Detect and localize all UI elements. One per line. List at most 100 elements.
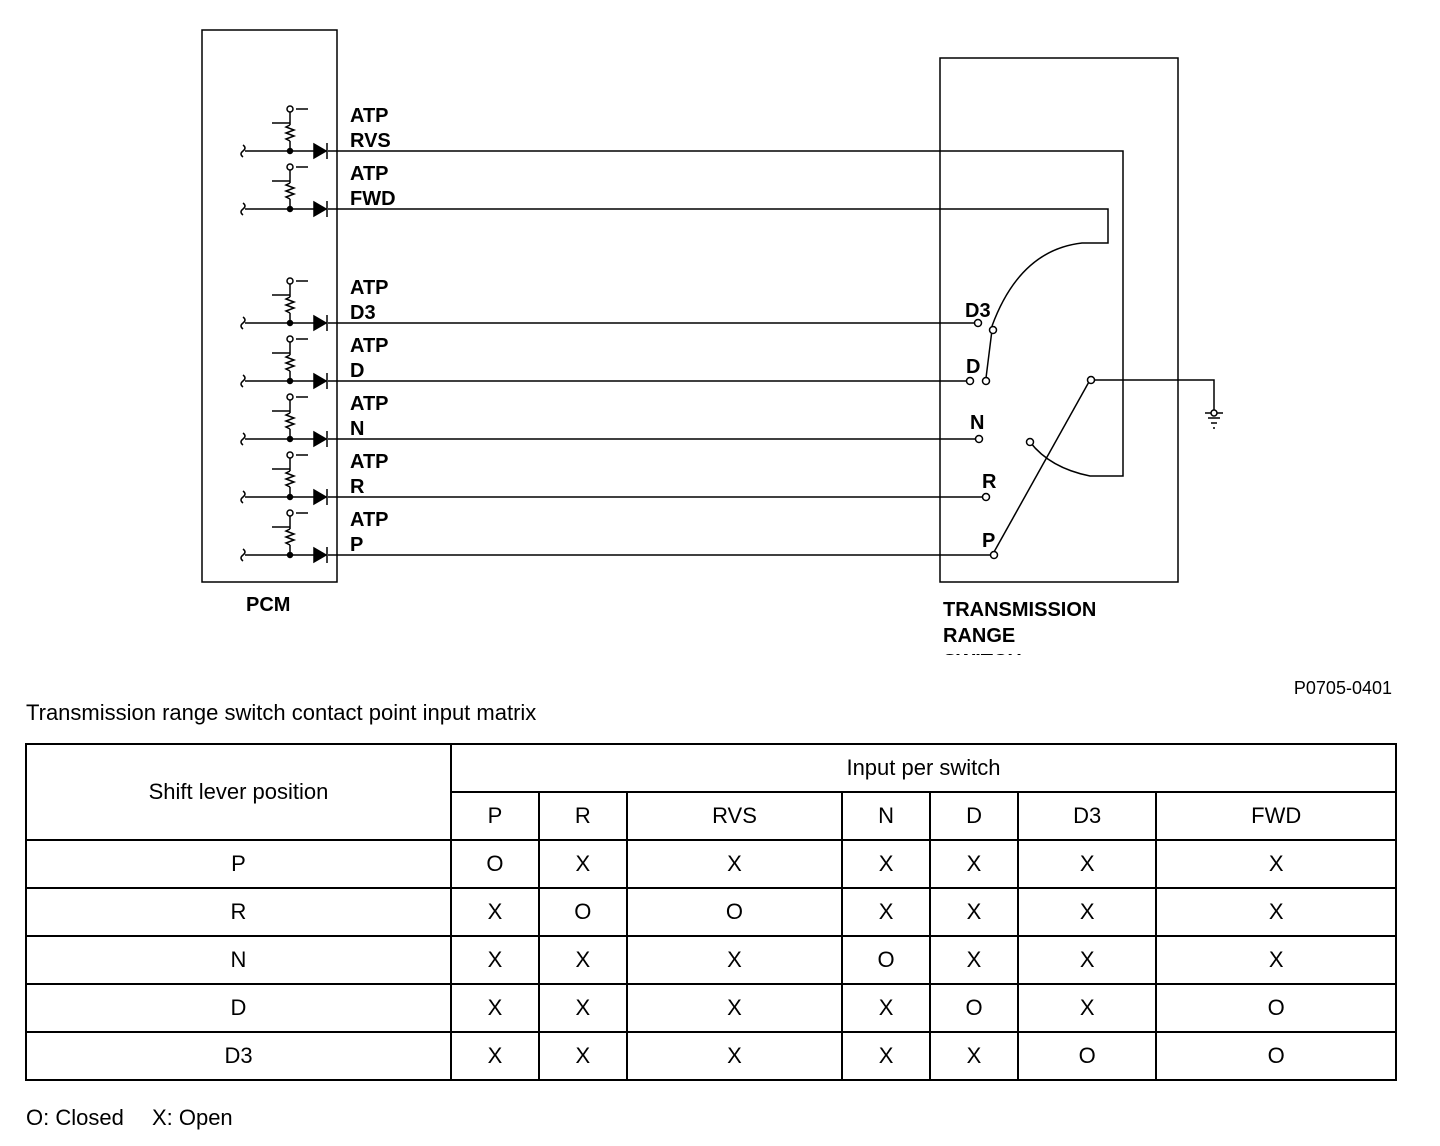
column-header: RVS [625, 791, 844, 841]
column-header: FWD [1155, 791, 1397, 841]
contact-state-cell: X [1155, 935, 1397, 985]
column-header: P [450, 791, 540, 841]
input-break-symbol [240, 490, 246, 504]
junction-dot [286, 147, 294, 155]
shift-position-cell: D3 [25, 1031, 452, 1081]
signal-label-line-2: N [350, 418, 364, 440]
main-contact-blade [993, 379, 1091, 553]
input-break-symbol [240, 432, 246, 446]
figure-code: P0705-0401 [1293, 678, 1392, 698]
pcm-channel [240, 509, 328, 564]
contact-state-cell: X [841, 887, 932, 937]
signal-label-line-1: ATP [350, 335, 389, 357]
signal-label-line-2: D [350, 360, 364, 382]
contact-state-cell: X [537, 935, 628, 985]
diode-symbol [313, 372, 328, 390]
wire-fwd [328, 208, 1109, 327]
contact-state-cell: O [841, 935, 932, 985]
contact-state-cell: X [929, 839, 1019, 889]
junction-dot [286, 319, 294, 327]
terminal-d3 [973, 318, 983, 328]
resistor-symbol [283, 296, 297, 314]
contact-state-cell: X [841, 983, 932, 1033]
signal-label-line-2: R [350, 476, 365, 498]
supply-terminal [286, 393, 294, 401]
contact-state-cell: X [537, 839, 628, 889]
legend: O: Closed X: Open [26, 1105, 255, 1131]
contact-state-cell: O [929, 983, 1019, 1033]
signal-label-line-2: P [350, 534, 363, 556]
legend-open: X: Open [151, 1105, 233, 1130]
contact-label-d3: D3 [965, 300, 991, 322]
signal-label-line-1: ATP [350, 163, 389, 185]
diode-symbol [313, 200, 328, 218]
resistor-symbol [283, 470, 297, 488]
terminal-r [981, 492, 991, 502]
contact-state-cell: O [1155, 1031, 1397, 1081]
supply-terminal [286, 163, 294, 171]
trs-label-line-1: TRANSMISSION [943, 599, 1096, 621]
supply-terminal [286, 277, 294, 285]
contact-state-cell: X [841, 839, 932, 889]
junction-dot [286, 377, 294, 385]
terminal-d3-blade [988, 325, 998, 335]
contact-state-cell: X [1016, 935, 1158, 985]
column-header: N [841, 791, 932, 841]
shift-lever-position-header: Shift lever position [25, 743, 452, 841]
contact-state-cell: X [1016, 839, 1158, 889]
terminal-n [974, 434, 984, 444]
junction-dot [286, 493, 294, 501]
diode-symbol [313, 430, 328, 448]
contact-state-cell: O [625, 887, 844, 937]
column-header: D3 [1016, 791, 1158, 841]
contact-state-cell: X [450, 935, 540, 985]
pcm-channel [240, 451, 328, 506]
junction-dot [286, 435, 294, 443]
resistor-symbol [283, 124, 297, 142]
junction-dot [286, 551, 294, 559]
pcm-channel [240, 163, 328, 218]
switch-terminals [965, 318, 1218, 560]
contact-state-cell: X [929, 1031, 1019, 1081]
contact-state-cell: O [1016, 1031, 1158, 1081]
pcm-channel [240, 393, 328, 448]
input-per-switch-header: Input per switch [450, 743, 1397, 793]
signal-label-line-1: ATP [350, 105, 389, 127]
contact-state-cell: O [537, 887, 628, 937]
resistor-symbol [283, 528, 297, 546]
signal-label-line-1: ATP [350, 451, 389, 473]
terminal-rvs-arm [1025, 437, 1035, 447]
signal-label-line-1: ATP [350, 277, 389, 299]
header-row-1: Shift lever position Input per switch [25, 743, 1397, 841]
trs-label-line-2: RANGE [943, 625, 1015, 647]
contact-state-cell: X [537, 1031, 628, 1081]
supply-terminal [286, 451, 294, 459]
input-break-symbol [240, 316, 246, 330]
legend-closed: O: Closed [26, 1105, 124, 1130]
diode-symbol [313, 546, 328, 564]
contact-state-cell: X [625, 935, 844, 985]
signal-label-line-1: ATP [350, 393, 389, 415]
shift-position-cell: D [25, 983, 452, 1033]
terminal-d [965, 376, 975, 386]
signal-label-line-2: RVS [350, 130, 391, 152]
terminal-pivot [1086, 375, 1096, 385]
contact-state-cell: X [625, 983, 844, 1033]
contact-state-cell: X [625, 1031, 844, 1081]
ground-terminal [1210, 409, 1218, 417]
contact-label-n: N [970, 412, 984, 434]
contact-state-cell: X [1155, 839, 1397, 889]
wiring-diagram: PCM TRANSMISSION RANGE SWITCH ATPRVSATPF… [201, 29, 1223, 655]
signal-label-line-1: ATP [350, 509, 389, 531]
shift-position-cell: N [25, 935, 452, 985]
signal-wires [328, 150, 1223, 556]
contact-state-cell: X [929, 887, 1019, 937]
contact-state-cell: X [841, 1031, 932, 1081]
contact-state-cell: X [625, 839, 844, 889]
